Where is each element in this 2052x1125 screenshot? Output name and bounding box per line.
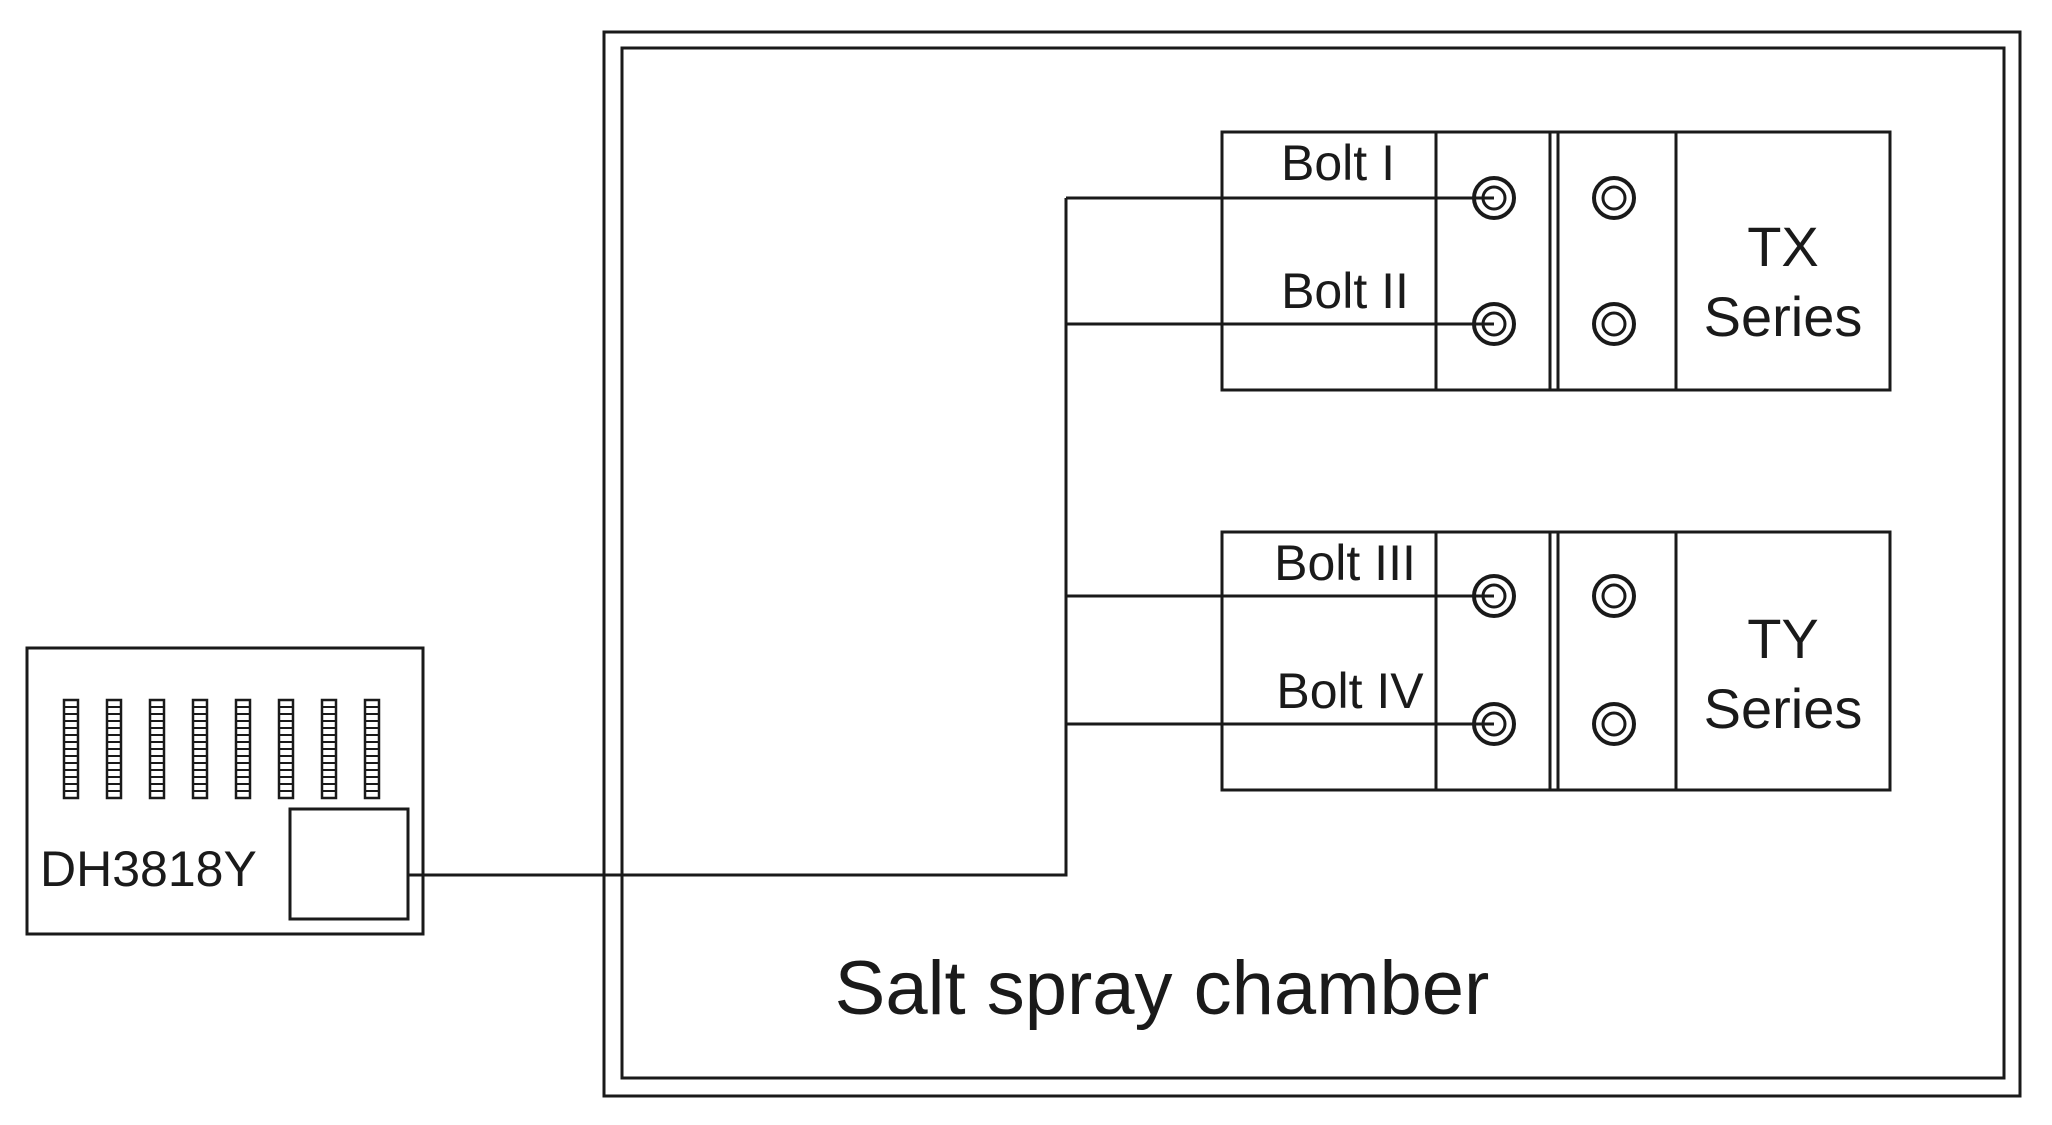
chamber-label: Salt spray chamber bbox=[835, 946, 1490, 1031]
bolt-label-3: Bolt III bbox=[1274, 535, 1416, 591]
bolt-label-1: Bolt I bbox=[1281, 135, 1395, 191]
bolt-1-head-icon bbox=[1472, 176, 1516, 220]
device-channel-strip bbox=[105, 698, 123, 800]
device-body bbox=[25, 646, 425, 936]
tx-nut-top-icon bbox=[1592, 176, 1636, 220]
bolt-3-head-icon bbox=[1472, 574, 1516, 618]
specimen-tx: Bolt I Bolt II TX Series bbox=[1220, 130, 1892, 392]
device-channel-strip bbox=[363, 698, 381, 800]
wire-device-to-bus bbox=[408, 198, 1068, 877]
signal-wiring bbox=[408, 196, 1494, 877]
device-label: DH3818Y bbox=[40, 841, 257, 897]
device-channel-strip bbox=[191, 698, 209, 800]
bolt-2-head-icon bbox=[1472, 302, 1516, 346]
device-channel-strip bbox=[148, 698, 166, 800]
tx-series-label-line2: Series bbox=[1704, 285, 1863, 348]
bolt-label-4: Bolt IV bbox=[1276, 663, 1424, 719]
ty-series-label-line1: TY bbox=[1747, 607, 1819, 670]
bolt-label-2: Bolt II bbox=[1281, 263, 1409, 319]
tx-series-label-line1: TX bbox=[1747, 215, 1819, 278]
device-channel-strip bbox=[320, 698, 338, 800]
device-channel-strip bbox=[62, 698, 80, 800]
bolt-4-head-icon bbox=[1472, 702, 1516, 746]
chamber-outer-border bbox=[602, 30, 2022, 1098]
ty-nut-bottom-icon bbox=[1592, 702, 1636, 746]
tx-nut-bottom-icon bbox=[1592, 302, 1636, 346]
tx-outer-box bbox=[1220, 130, 1892, 392]
salt-spray-chamber: Salt spray chamber bbox=[602, 30, 2022, 1098]
ty-outer-box bbox=[1220, 530, 1892, 792]
ty-series-label-line2: Series bbox=[1704, 677, 1863, 740]
device-channel-strip bbox=[277, 698, 295, 800]
specimen-ty: Bolt III Bolt IV TY Series bbox=[1220, 530, 1892, 792]
device-channel-strip bbox=[234, 698, 252, 800]
device-channel-strips bbox=[62, 698, 381, 800]
ty-nut-top-icon bbox=[1592, 574, 1636, 618]
device-port-box bbox=[288, 807, 410, 921]
dh3818y-device: DH3818Y bbox=[25, 646, 425, 936]
chamber-inner-border bbox=[620, 46, 2006, 1080]
